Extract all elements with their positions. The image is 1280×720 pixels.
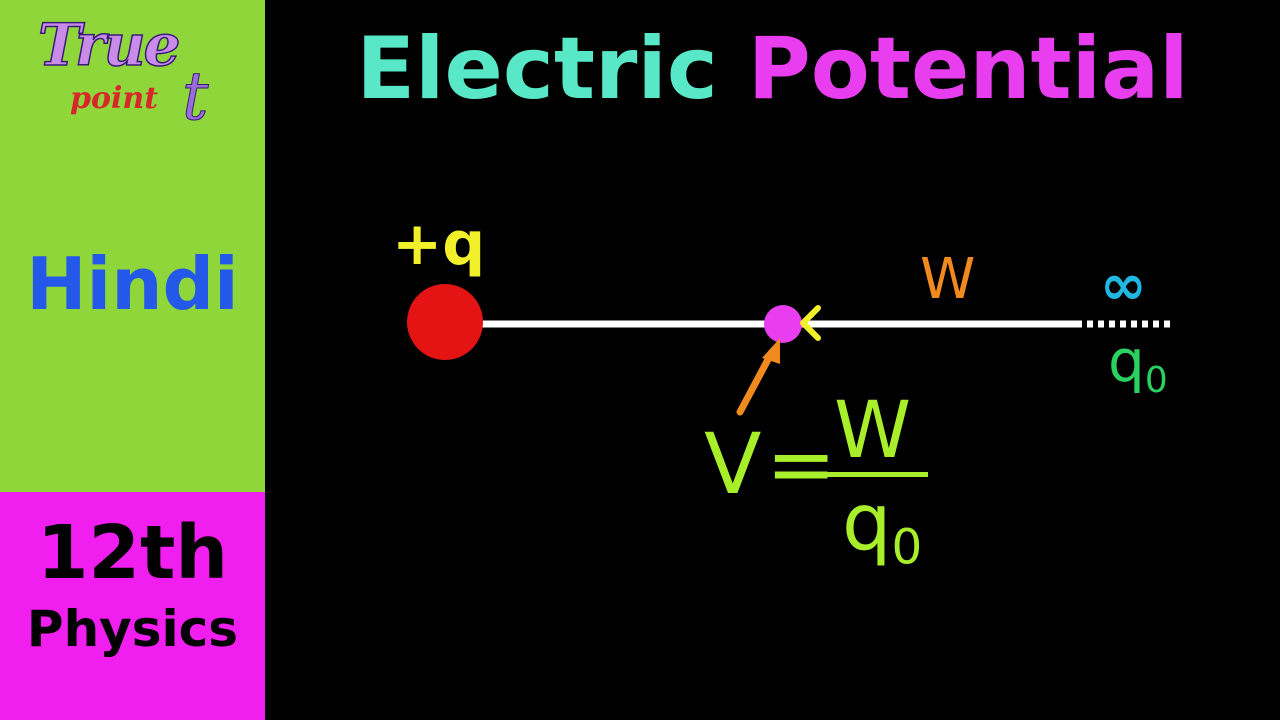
work-label: W: [920, 247, 976, 312]
source-charge: [407, 284, 483, 360]
subject-label: Physics: [26, 600, 239, 658]
pointer-arrow-shaft: [736, 348, 776, 416]
language-label: Hindi: [26, 242, 239, 326]
page-title: Electric Potential: [265, 22, 1280, 117]
true-point-logo: True point t: [30, 12, 230, 152]
formula-lhs: V: [704, 415, 762, 513]
sidebar-bottom-panel: [0, 492, 265, 720]
sidebar-top-panel: [0, 0, 265, 492]
pointer-arrow-icon: [762, 338, 780, 364]
formula-denominator-subscript: 0: [891, 519, 923, 576]
test-charge-symbol: q: [1108, 327, 1145, 395]
title-part-potential: Potential: [747, 19, 1189, 119]
test-charge-subscript: 0: [1144, 359, 1168, 401]
fraction-bar: [824, 472, 928, 477]
formula-equals: =: [766, 415, 837, 513]
grade-label: 12th: [36, 510, 229, 596]
formula-denominator: q0: [842, 484, 922, 572]
test-charge-label: q0: [1108, 332, 1168, 399]
formula-denominator-symbol: q: [842, 478, 892, 568]
formula-numerator: W: [834, 386, 912, 476]
title-part-electric: Electric: [356, 19, 718, 119]
source-charge-label: +q: [392, 209, 486, 279]
logo-tail-letter: t: [182, 58, 210, 135]
logo-point-text: point: [70, 81, 159, 116]
logo-true-text: True: [37, 11, 181, 79]
test-charge: [764, 305, 802, 343]
infinity-label: ∞: [1100, 253, 1147, 318]
approach-direction-icon: [800, 305, 821, 341]
